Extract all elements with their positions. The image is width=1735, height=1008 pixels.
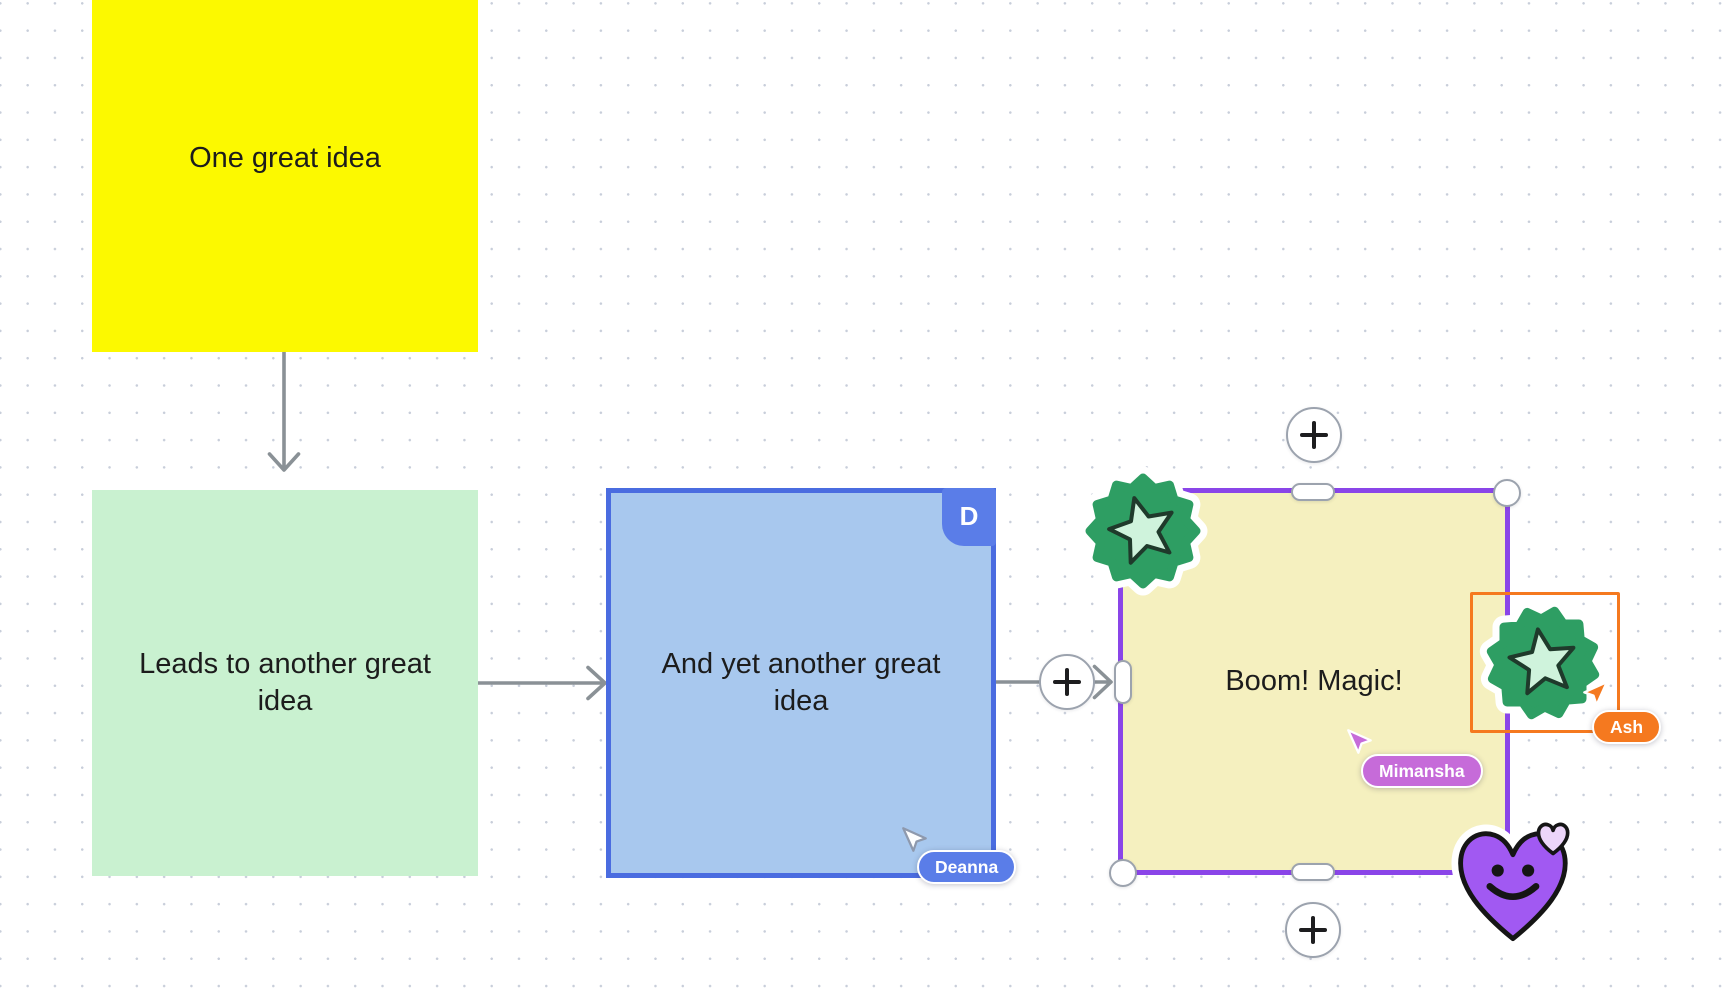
author-initial-badge: D [942, 488, 996, 546]
resize-handle-bottom[interactable] [1291, 863, 1335, 881]
arrow-note1-to-note2 [267, 350, 301, 472]
collaborator-name: Ash [1610, 716, 1644, 737]
remote-selection-box-ash [1470, 592, 1620, 733]
star-badge-sticker[interactable] [1477, 597, 1609, 729]
collaborator-label-mimansha: Mimansha [1361, 754, 1483, 788]
collaborator-label-ash: Ash [1592, 710, 1662, 744]
resize-handle-top-right[interactable] [1493, 479, 1521, 507]
resize-handle-bottom-left[interactable] [1109, 859, 1137, 887]
resize-handle-left[interactable] [1114, 660, 1132, 704]
resize-handle-top[interactable] [1291, 483, 1335, 501]
collaborator-name: Deanna [935, 856, 999, 877]
sticky-note-leads-to-another[interactable]: Leads to another great idea [92, 490, 478, 876]
cursor-pointer-icon-ash [1583, 681, 1608, 706]
sticky-note-text: Leads to another great idea [139, 647, 431, 717]
add-element-button-bottom[interactable] [1285, 902, 1341, 958]
heart-smiley-sticker[interactable] [1446, 817, 1592, 963]
add-element-button-left-connector[interactable] [1039, 654, 1095, 710]
arrow-note2-to-note3 [476, 665, 607, 701]
add-element-button-top[interactable] [1286, 407, 1342, 463]
collaborator-label-deanna: Deanna [917, 850, 1017, 884]
star-badge-sticker[interactable] [1077, 465, 1209, 597]
cursor-pointer-icon-mimansha [1347, 729, 1372, 754]
collaborator-name: Mimansha [1379, 760, 1465, 781]
sticky-note-one-great-idea[interactable]: One great idea [92, 0, 478, 352]
sticky-note-text: Boom! Magic! [1225, 664, 1403, 697]
sticky-note-and-yet-another[interactable]: And yet another great idea D [606, 488, 996, 878]
sticky-note-text: And yet another great idea [661, 647, 941, 717]
sticky-note-text: One great idea [189, 142, 381, 175]
cursor-pointer-icon-deanna [902, 827, 927, 852]
